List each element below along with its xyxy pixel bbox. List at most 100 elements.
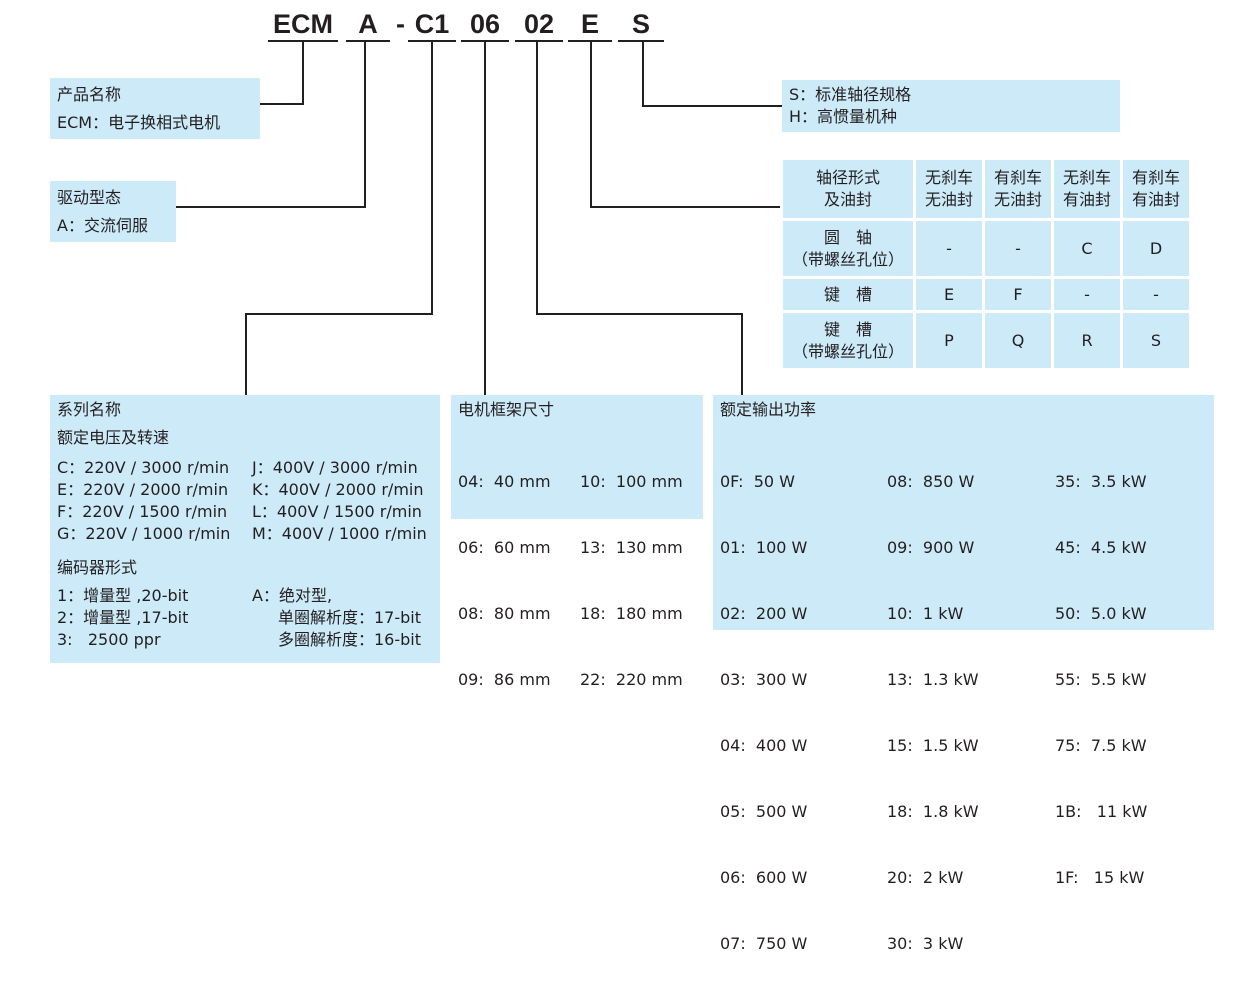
encoder-title: 编码器形式: [57, 558, 138, 577]
code-part-s: S: [631, 9, 650, 39]
list-item: L：400V / 1500 r/min: [252, 502, 422, 521]
connector-series: [431, 42, 433, 315]
shaft-spec-box: S：标准轴径规格 H：高惯量机种: [782, 80, 1120, 132]
list-item: K：400V / 2000 r/min: [252, 480, 424, 499]
frame-box: 电机框架尺寸 04: 40 mm 06: 60 mm 08: 80 mm 09:…: [451, 395, 703, 689]
connector-drive: [364, 42, 366, 208]
code-dash: -: [396, 9, 405, 39]
list-item: 06: 60 mm: [458, 538, 551, 557]
shaft-type-table: 轴径形式及油封 无刹车无油封 有刹车无油封 无刹车有油封 有刹车有油封 圆 轴（…: [780, 157, 1192, 371]
connector-drive: [176, 206, 366, 208]
code-part-02: 02: [523, 9, 555, 39]
code-underline: [515, 40, 563, 42]
shaft-spec-line1: S：标准轴径规格: [789, 85, 912, 104]
code-underline: [618, 40, 664, 42]
connector-power: [536, 42, 538, 315]
voltage-list-left: C：220V / 3000 r/min E：220V / 2000 r/min …: [57, 457, 230, 545]
table-row: 圆 轴（带螺丝孔位） - - C D: [780, 218, 1192, 279]
table-header-cell: 无刹车无油封: [913, 157, 985, 221]
table-cell: -: [913, 218, 985, 279]
row-label: 键 槽（带螺丝孔位）: [780, 310, 916, 371]
connector-shaft-type: [590, 206, 782, 208]
product-title: 产品名称: [57, 85, 122, 104]
list-item: 50: 5.0 kW: [1055, 604, 1147, 623]
list-item: 02: 200 W: [720, 604, 808, 623]
code-underline: [346, 40, 390, 42]
series-title: 系列名称: [57, 400, 122, 419]
code-underline: [461, 40, 509, 42]
power-box: 额定输出功率 0F: 50 W 01: 100 W 02: 200 W 03: …: [713, 395, 1214, 953]
voltage-list-right: J：400V / 3000 r/min K：400V / 2000 r/min …: [252, 457, 427, 545]
row-label: 圆 轴（带螺丝孔位）: [780, 218, 916, 279]
list-item: 35: 3.5 kW: [1055, 472, 1147, 491]
code-part-e: E: [580, 9, 599, 39]
table-cell: -: [982, 218, 1054, 279]
list-item: 18: 1.8 kW: [887, 802, 979, 821]
table-cell: E: [913, 276, 985, 313]
table-cell: F: [982, 276, 1054, 313]
list-item: 15: 1.5 kW: [887, 736, 979, 755]
list-item: 0F: 50 W: [720, 472, 795, 491]
list-item: E：220V / 2000 r/min: [57, 480, 229, 499]
list-item: 1：增量型 ,20-bit: [57, 586, 189, 605]
power-col-2: 08: 850 W 09: 900 W 10: 1 kW 13: 1.3 kW …: [887, 427, 979, 999]
list-item: 75: 7.5 kW: [1055, 736, 1147, 755]
list-item: 1B: 11 kW: [1055, 802, 1148, 821]
list-item: 10: 1 kW: [887, 604, 964, 623]
list-item: 20: 2 kW: [887, 868, 964, 887]
list-item: 09: 900 W: [887, 538, 975, 557]
frame-list-left: 04: 40 mm 06: 60 mm 08: 80 mm 09: 86 mm: [458, 427, 551, 735]
shaft-spec-line2: H：高惯量机种: [789, 107, 898, 126]
encoder-list-right: A：绝对型, 单圈解析度：17-bit 多圈解析度：16-bit: [252, 585, 421, 651]
connector-shaft-type: [590, 42, 592, 208]
list-item: A：绝对型,: [252, 586, 333, 605]
table-cell: Q: [982, 310, 1054, 371]
table-cell: P: [913, 310, 985, 371]
list-item: 01: 100 W: [720, 538, 808, 557]
code-part-06: 06: [469, 9, 501, 39]
connector-power: [536, 313, 743, 315]
table-cell: -: [1120, 276, 1192, 313]
table-cell: S: [1120, 310, 1192, 371]
table-header-label: 轴径形式及油封: [780, 157, 916, 221]
table-header-cell: 有刹车有油封: [1120, 157, 1192, 221]
code-underline: [408, 40, 456, 42]
list-item: 多圈解析度：16-bit: [278, 630, 422, 649]
list-item: G：220V / 1000 r/min: [57, 524, 231, 543]
list-item: 13: 1.3 kW: [887, 670, 979, 689]
list-item: 45: 4.5 kW: [1055, 538, 1147, 557]
list-item: C：220V / 3000 r/min: [57, 458, 230, 477]
connector-series: [245, 313, 433, 315]
product-desc: ECM：电子换相式电机: [57, 113, 221, 132]
table-header-cell: 无刹车有油封: [1051, 157, 1123, 221]
connector-power: [741, 313, 743, 395]
series-subtitle: 额定电压及转速: [57, 428, 170, 447]
frame-title: 电机框架尺寸: [458, 400, 555, 419]
code-part-ecm: ECM: [273, 9, 333, 39]
list-item: 07: 750 W: [720, 934, 808, 953]
series-box: 系列名称 额定电压及转速 C：220V / 3000 r/min E：220V …: [50, 395, 440, 663]
power-col-3: 35: 3.5 kW 45: 4.5 kW 50: 5.0 kW 55: 5.5…: [1055, 427, 1147, 933]
table-header-row: 轴径形式及油封 无刹车无油封 有刹车无油封 无刹车有油封 有刹车有油封: [780, 157, 1192, 221]
frame-list-right: 10: 100 mm 13: 130 mm 18: 180 mm 22: 220…: [580, 427, 683, 735]
list-item: 04: 400 W: [720, 736, 808, 755]
table-row: 键 槽 E F - -: [780, 276, 1192, 313]
power-title: 额定输出功率: [720, 400, 817, 419]
list-item: F：220V / 1500 r/min: [57, 502, 228, 521]
list-item: 3: 2500 ppr: [57, 630, 161, 649]
drive-title: 驱动型态: [57, 188, 122, 207]
list-item: 06: 600 W: [720, 868, 808, 887]
drive-desc: A：交流伺服: [57, 216, 148, 235]
list-item: 10: 100 mm: [580, 472, 683, 491]
list-item: 18: 180 mm: [580, 604, 683, 623]
connector-shaft-spec: [642, 42, 644, 107]
code-part-c1: C1: [414, 9, 450, 39]
list-item: 13: 130 mm: [580, 538, 683, 557]
list-item: 55: 5.5 kW: [1055, 670, 1147, 689]
code-part-a: A: [358, 9, 378, 39]
table-header-cell: 有刹车无油封: [982, 157, 1054, 221]
list-item: J：400V / 3000 r/min: [252, 458, 418, 477]
connector-product: [302, 42, 304, 105]
table-cell: D: [1120, 218, 1192, 279]
table-row: 键 槽（带螺丝孔位） P Q R S: [780, 310, 1192, 371]
